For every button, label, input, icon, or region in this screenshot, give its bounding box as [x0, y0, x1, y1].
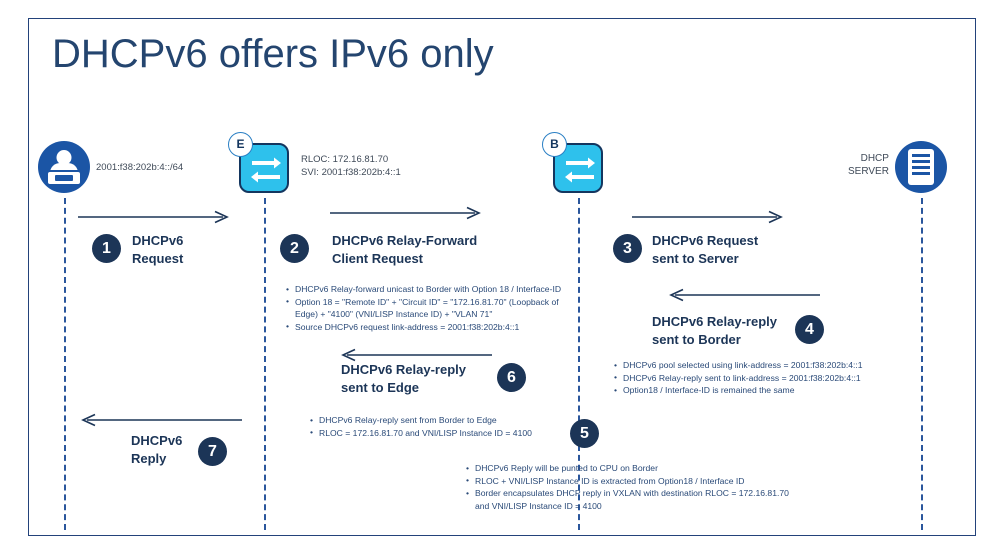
bullet-item: RLOC = 172.16.81.70 and VNI/LISP Instanc…: [310, 426, 610, 440]
bullet-item: DHCPv6 Relay-reply sent from Border to E…: [310, 414, 610, 427]
arrow-step-4: [668, 288, 820, 302]
bullet-item: DHCPv6 pool selected using link-address …: [614, 359, 914, 372]
edge-switch-node: E: [228, 132, 289, 193]
step-badge-2: 2: [280, 234, 309, 263]
step-badge-5: 5: [570, 419, 599, 448]
switch-icon: [565, 157, 595, 183]
step-bullets-4: DHCPv6 pool selected using link-address …: [614, 359, 914, 397]
step-title-3: DHCPv6 Request sent to Server: [652, 232, 758, 268]
step-badge-4: 4: [795, 315, 824, 344]
step-bullets-5: DHCPv6 Reply will be punted to CPU on Bo…: [466, 462, 796, 512]
switch-icon: [251, 157, 281, 183]
arrow-step-2: [330, 206, 482, 220]
step-title-7-line2: Reply: [131, 451, 167, 466]
bullet-item: DHCPv6 Reply will be punted to CPU on Bo…: [466, 462, 796, 475]
bullet-item: DHCPv6 Relay-reply sent to link-address …: [614, 371, 914, 385]
step-title-1: DHCPv6 Request: [132, 232, 183, 268]
edge-info-label: RLOC: 172.16.81.70 SVI: 2001:f38:202b:4:…: [301, 153, 401, 179]
step-badge-6: 6: [497, 363, 526, 392]
bullet-item: Source DHCPv6 request link-address = 200…: [286, 320, 582, 334]
step-title-7: DHCPv6 Reply: [131, 432, 182, 468]
step-title-4-line2: sent to Border: [652, 332, 741, 347]
step-title-3-line2: sent to Server: [652, 251, 739, 266]
step-title-6-line2: sent to Edge: [341, 380, 420, 395]
dhcp-server-label-line1: DHCP: [860, 153, 889, 164]
arrow-step-7: [80, 413, 242, 427]
laptop-icon: [48, 172, 80, 184]
user-head-icon: [56, 150, 72, 165]
step-title-3-line1: DHCPv6 Request: [652, 233, 759, 248]
arrow-step-6: [340, 348, 492, 362]
user-body-icon: [50, 163, 78, 174]
dhcp-server-label: DHCP SERVER: [848, 152, 889, 178]
server-rack-icon: [908, 149, 934, 185]
dhcp-server-label-line2: SERVER: [848, 166, 889, 177]
arrow-step-1: [78, 210, 230, 224]
client-ip-label: 2001:f38:202b:4::/64: [96, 162, 184, 173]
step-title-6: DHCPv6 Relay-reply sent to Edge: [341, 361, 466, 397]
arrow-step-3: [632, 210, 784, 224]
lifeline-server: [921, 198, 923, 530]
bullet-item: RLOC + VNI/LISP Instance ID is extracted…: [466, 474, 796, 488]
page-title: DHCPv6 offers IPv6 only: [52, 32, 494, 76]
bullet-item: Option18 / Interface-ID is remained the …: [614, 384, 914, 397]
step-title-6-line1: DHCPv6 Relay-reply: [341, 362, 466, 377]
client-node: [38, 141, 90, 193]
diagram-frame: [28, 18, 976, 536]
step-title-4: DHCPv6 Relay-reply sent to Border: [652, 313, 777, 349]
lifeline-client: [64, 198, 66, 530]
step-title-4-line1: DHCPv6 Relay-reply: [652, 314, 777, 329]
edge-svi-line: SVI: 2001:f38:202b:4::1: [301, 167, 401, 178]
step-bullets-2: DHCPv6 Relay-forward unicast to Border w…: [286, 283, 582, 333]
edge-node-badge: E: [228, 132, 253, 157]
lifeline-edge: [264, 198, 266, 530]
bullet-item: DHCPv6 Relay-forward unicast to Border w…: [286, 283, 582, 296]
step-title-1-line2: Request: [132, 251, 184, 266]
step-title-2-line2: Client Request: [332, 251, 424, 266]
step-bullets-6: DHCPv6 Relay-reply sent from Border to E…: [310, 414, 610, 439]
step-badge-3: 3: [613, 234, 642, 263]
border-node-badge: B: [542, 132, 567, 157]
step-badge-7: 7: [198, 437, 227, 466]
bullet-item: Option 18 = "Remote ID" + "Circuit ID" =…: [286, 295, 582, 321]
dhcp-server-node: [895, 141, 947, 193]
step-title-2-line1: DHCPv6 Relay-Forward: [332, 233, 478, 248]
step-title-7-line1: DHCPv6: [131, 433, 183, 448]
lifeline-border: [578, 198, 580, 530]
step-badge-1: 1: [92, 234, 121, 263]
step-title-2: DHCPv6 Relay-Forward Client Request: [332, 232, 477, 268]
border-switch-node: B: [542, 132, 603, 193]
edge-rloc-line: RLOC: 172.16.81.70: [301, 154, 389, 165]
bullet-item: Border encapsulates DHCP reply in VXLAN …: [466, 487, 796, 512]
step-title-1-line1: DHCPv6: [132, 233, 184, 248]
